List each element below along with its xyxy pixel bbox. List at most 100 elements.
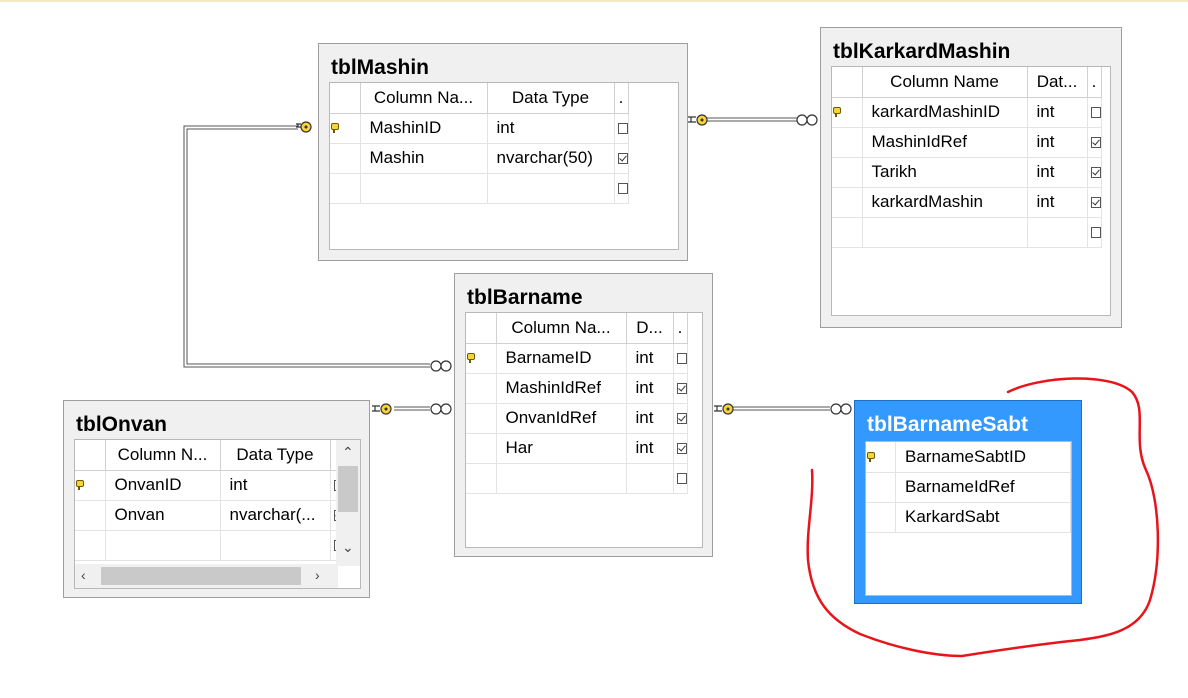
table-row[interactable]: karkardMashinID int [832,97,1102,128]
data-type[interactable]: nvarchar(50) [487,143,615,174]
data-type-header[interactable]: Data Type [220,440,331,471]
row-selector[interactable] [832,127,863,158]
column-name[interactable] [496,463,627,494]
allow-nulls[interactable] [673,433,688,464]
allow-nulls[interactable] [1087,127,1102,158]
table-tblOnvan[interactable]: tblOnvan Column N... Data Type . OnvanID… [63,400,370,598]
allow-nulls[interactable] [1087,187,1102,218]
allow-nulls[interactable] [614,113,629,144]
column-name[interactable]: OnvanID [105,470,221,501]
row-selector[interactable] [466,343,497,374]
column-name[interactable]: Mashin [360,143,488,174]
allow-nulls[interactable] [673,403,688,434]
table-row[interactable]: OnvanIdRef int [466,403,688,434]
checkbox-icon[interactable] [676,473,686,485]
column-name[interactable]: karkardMashinID [862,97,1028,128]
data-type[interactable] [626,463,674,494]
scroll-thumb[interactable] [338,466,358,512]
allow-nulls[interactable] [614,143,629,174]
row-selector[interactable] [330,143,361,174]
data-type[interactable] [487,173,615,204]
checkbox-icon[interactable] [617,153,627,165]
allow-nulls[interactable] [673,343,688,374]
table-row-new[interactable] [466,463,688,494]
checkbox-icon[interactable] [1090,197,1100,209]
column-name[interactable]: Onvan [105,500,221,531]
table-row[interactable]: KarkardSabt [866,502,1071,533]
table-tblBarname[interactable]: tblBarname Column Na... D... . BarnameID… [454,273,713,557]
table-row[interactable]: karkardMashin int [832,187,1102,218]
checkbox-icon[interactable] [1090,167,1100,179]
table-row-new[interactable] [330,173,629,204]
data-type[interactable]: int [626,343,674,374]
checkbox-icon[interactable] [1090,107,1100,119]
checkbox-icon[interactable] [1090,227,1100,239]
row-selector[interactable] [832,217,863,248]
allow-nulls[interactable] [614,173,629,204]
row-selector[interactable] [832,157,863,188]
data-type[interactable]: int [626,373,674,404]
column-grid[interactable]: Column Na... Data Type . MashinID int Ma… [329,82,679,250]
checkbox-icon[interactable] [676,383,686,395]
allow-nulls-header[interactable]: . [1087,67,1102,98]
allow-nulls[interactable] [673,463,688,494]
column-grid[interactable]: BarnameSabtID BarnameIdRef KarkardSabt [865,441,1072,596]
allow-nulls[interactable] [1087,97,1102,128]
column-name-header[interactable]: Column Na... [360,83,488,114]
scroll-left-icon[interactable]: ‹ [81,567,86,583]
column-name[interactable] [862,217,1028,248]
column-grid[interactable]: Column Na... D... . BarnameID int Mashin… [465,312,703,548]
column-name-header[interactable]: Column Na... [496,313,627,344]
table-row[interactable]: BarnameIdRef [866,472,1071,503]
table-row[interactable]: Onvan nvarchar(... [75,500,345,531]
data-type[interactable]: int [1027,157,1088,188]
column-name[interactable]: OnvanIdRef [496,403,627,434]
column-name[interactable]: karkardMashin [862,187,1028,218]
allow-nulls-header[interactable]: . [673,313,688,344]
data-type[interactable]: int [1027,187,1088,218]
data-type[interactable]: int [626,433,674,464]
scroll-up-icon[interactable]: ⌃ [342,444,354,460]
table-row[interactable]: BarnameID int [466,343,688,374]
column-name[interactable]: Har [496,433,627,464]
column-name-header[interactable]: Column Name [862,67,1028,98]
data-type[interactable]: nvarchar(... [220,500,331,531]
allow-nulls-header[interactable]: . [614,83,629,114]
row-selector[interactable] [330,173,361,204]
data-type[interactable]: int [1027,127,1088,158]
data-type[interactable] [220,530,331,561]
data-type-header[interactable]: Data Type [487,83,615,114]
row-selector[interactable] [466,403,497,434]
row-selector[interactable] [466,373,497,404]
checkbox-icon[interactable] [676,443,686,455]
column-name[interactable]: KarkardSabt [895,502,1071,533]
table-row[interactable]: Tarikh int [832,157,1102,188]
table-row[interactable]: MashinIdRef int [466,373,688,404]
column-name[interactable]: BarnameID [496,343,627,374]
table-row[interactable]: Har int [466,433,688,464]
data-type[interactable]: int [626,403,674,434]
row-selector[interactable] [466,463,497,494]
checkbox-icon[interactable] [676,353,686,365]
column-name[interactable] [105,530,221,561]
column-grid[interactable]: Column N... Data Type . OnvanID int Onva… [74,439,361,589]
row-selector[interactable] [866,442,897,473]
column-grid[interactable]: Column Name Dat... . karkardMashinID int… [831,66,1111,316]
allow-nulls[interactable] [1087,217,1102,248]
row-selector[interactable] [75,470,106,501]
table-row-new[interactable] [832,217,1102,248]
table-tblBarnameSabt[interactable]: tblBarnameSabt BarnameSabtID BarnameIdRe… [854,400,1082,604]
table-row[interactable]: Mashin nvarchar(50) [330,143,629,174]
allow-nulls[interactable] [1087,157,1102,188]
row-selector[interactable] [832,187,863,218]
table-row[interactable]: BarnameSabtID [866,442,1071,473]
column-name[interactable]: MashinIdRef [496,373,627,404]
checkbox-icon[interactable] [617,183,627,195]
row-selector[interactable] [866,472,897,503]
allow-nulls[interactable] [673,373,688,404]
row-selector[interactable] [832,97,863,128]
column-name[interactable] [360,173,488,204]
scroll-down-icon[interactable]: ⌄ [342,539,354,555]
horizontal-scrollbar[interactable]: ‹ › [75,564,338,588]
checkbox-icon[interactable] [617,123,627,135]
